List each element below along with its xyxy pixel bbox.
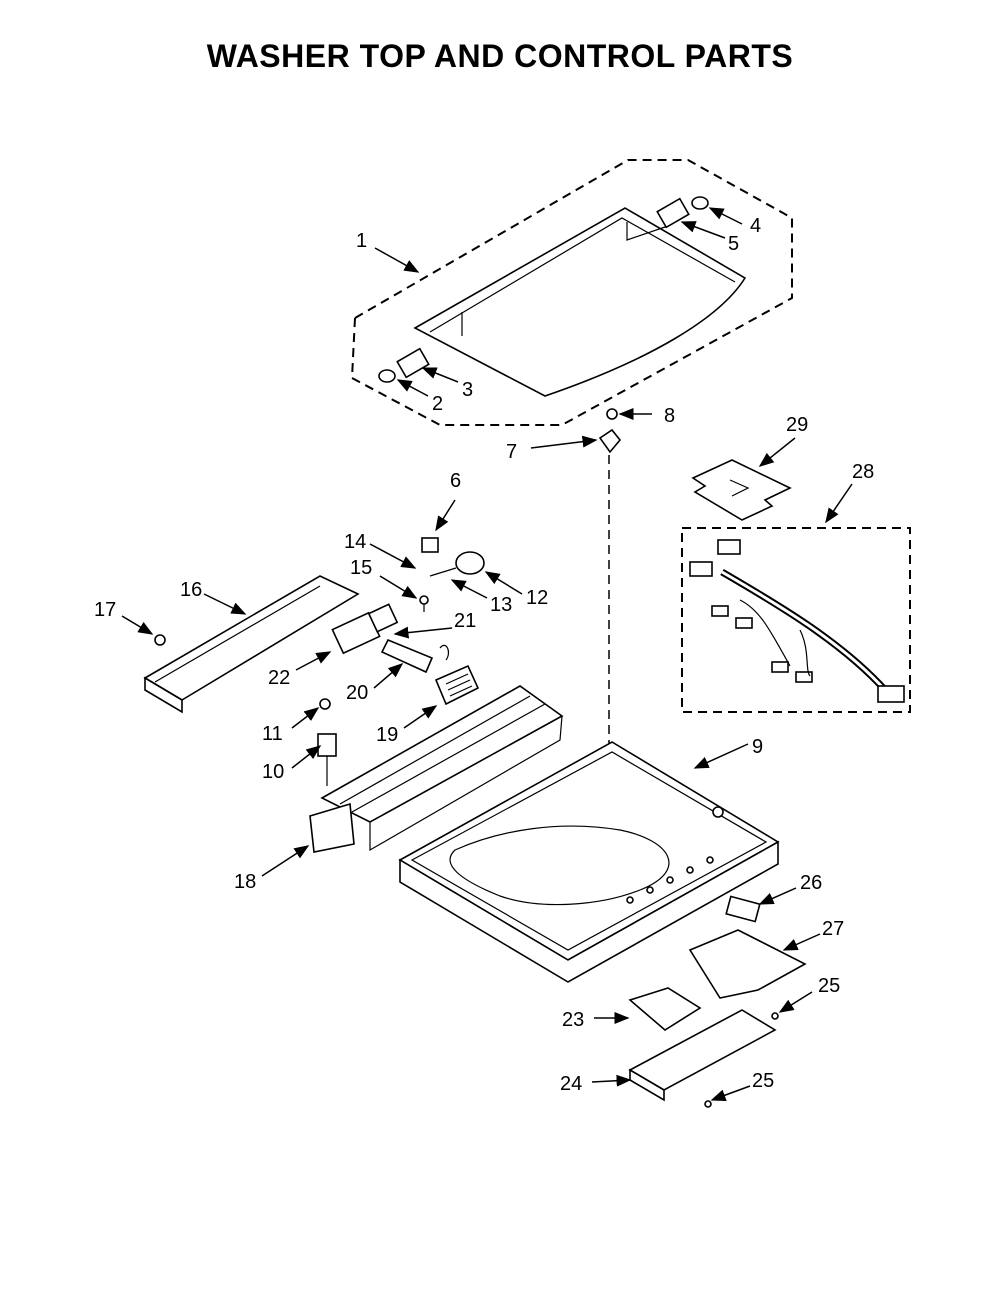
callout-23: 23 [562, 1009, 584, 1031]
screw-17 [154, 634, 166, 646]
lid-hinge [396, 347, 430, 379]
lid-glass [413, 207, 747, 397]
part-20 [380, 638, 434, 674]
diagram-title: WASHER TOP AND CONTROL PARTS [206, 38, 794, 74]
leader-lines [121, 207, 853, 1101]
lid-hinge-right [656, 197, 690, 229]
callout-25-lower: 25 [752, 1070, 774, 1092]
control-console [309, 685, 564, 853]
callout-19: 19 [376, 724, 398, 746]
callout-22: 22 [268, 667, 290, 689]
callout-8: 8 [664, 405, 675, 427]
callout-29: 29 [786, 414, 808, 436]
callout-24: 24 [560, 1073, 582, 1095]
callout-6: 6 [450, 470, 461, 492]
water-inlet-valve [331, 603, 450, 674]
callout-27: 27 [822, 918, 844, 940]
part-12 [455, 551, 485, 575]
callout-7: 7 [506, 441, 517, 463]
part-10 [317, 733, 337, 757]
pressure-switch [317, 698, 337, 786]
callout-26: 26 [800, 872, 822, 894]
callout-17: 17 [94, 599, 116, 621]
callout-28: 28 [852, 461, 874, 483]
part-23 [628, 987, 702, 1031]
part-26 [725, 895, 761, 923]
washer-top-panel [398, 741, 780, 983]
callout-2: 2 [432, 393, 443, 415]
callout-11: 11 [262, 723, 283, 745]
hinge-bushing [378, 369, 396, 383]
callout-14: 14 [344, 531, 366, 553]
control-board-assembly [628, 895, 807, 1108]
part-27 [688, 929, 807, 999]
console-rear-panel [143, 575, 360, 714]
water-valve-parts [419, 537, 485, 612]
callout-10: 10 [262, 761, 284, 783]
callout-12: 12 [526, 587, 548, 609]
callout-9: 9 [752, 736, 763, 758]
lid-assembly-boundary [350, 159, 793, 426]
callout-18: 18 [234, 871, 256, 893]
callout-numbers: 1 2 3 4 5 6 7 8 9 10 11 12 13 14 15 16 1… [94, 215, 874, 1095]
callout-1: 1 [356, 230, 367, 252]
wire-harness-tape [691, 459, 792, 521]
wire-harness [681, 527, 911, 713]
dispenser-drawer [434, 664, 480, 706]
hinge-bushing-right [691, 196, 709, 210]
callout-13: 13 [490, 594, 512, 616]
lid-assembly [350, 159, 793, 426]
callout-4: 4 [750, 215, 761, 237]
callout-20: 20 [346, 682, 368, 704]
lid-lock [598, 408, 622, 760]
callout-25-upper: 25 [818, 975, 840, 997]
callout-5: 5 [728, 233, 739, 255]
callout-15: 15 [350, 557, 372, 579]
wire-harness-boundary [681, 527, 911, 713]
callout-21: 21 [454, 610, 476, 632]
callout-3: 3 [462, 379, 473, 401]
part-6 [421, 537, 439, 553]
callout-16: 16 [180, 579, 202, 601]
